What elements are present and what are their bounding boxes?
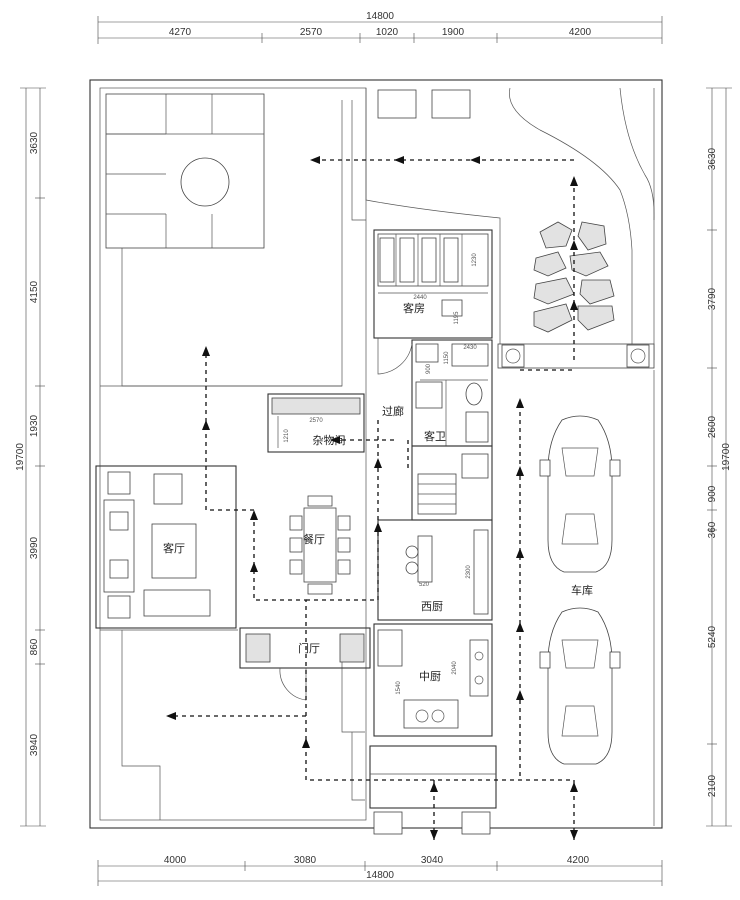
right-dimension: 900 <box>707 485 718 502</box>
right-dimension: 2100 <box>707 774 718 797</box>
path-arrowheads <box>166 156 578 840</box>
bottom-dimension: 4000 <box>164 855 187 866</box>
garage-pillars <box>497 343 655 369</box>
dining-area: 餐厅 <box>289 495 351 595</box>
right-dimension: 3630 <box>707 147 718 170</box>
top-dimension: 4200 <box>569 27 592 38</box>
bottom-dimension: 4200 <box>567 855 590 866</box>
chinese-kitchen-dim-a: 2040 <box>452 661 458 675</box>
bottom-dimension: 3040 <box>421 855 444 866</box>
entry-hall: 门厅 <box>239 627 371 701</box>
bedroom-width-label: 2440 <box>413 295 427 301</box>
left-dimension: 4150 <box>29 280 40 303</box>
storage-width-label: 2570 <box>309 418 323 424</box>
stair-core <box>411 445 493 521</box>
living-room: 客厅 <box>95 465 237 629</box>
guest-bath-block: 2430 900 1150 客卫 <box>411 339 493 447</box>
guest-bath-label: 客卫 <box>424 429 446 443</box>
right-dimension: 3790 <box>707 287 718 310</box>
left-dimension: 3940 <box>29 733 40 756</box>
front-porch <box>369 745 497 835</box>
left-dimension: 1930 <box>29 414 40 437</box>
chinese-kitchen-label: 中厨 <box>419 670 441 683</box>
top-dimension: 1020 <box>376 27 399 38</box>
left-dimension: 3990 <box>29 536 40 559</box>
dimension-bottom: 4000 3080 3040 4200 14800 <box>97 855 663 886</box>
bath-width-label: 2430 <box>463 345 477 351</box>
left-dimension: 3630 <box>29 131 40 154</box>
storage-label: 杂物间 <box>313 433 346 447</box>
right-dimension: 2600 <box>707 415 718 438</box>
storage-room: 2570 1210 杂物间 <box>267 393 365 453</box>
living-label: 客厅 <box>163 541 185 555</box>
west-kitchen-dim-a: 520 <box>419 582 430 588</box>
entry-label: 门厅 <box>298 641 320 655</box>
car-upper <box>539 415 621 573</box>
circulation-paths <box>170 159 575 840</box>
bath-dim-b: 1150 <box>444 351 450 365</box>
corridor-label: 过廊 <box>382 404 404 418</box>
top-dimension: 4270 <box>169 27 192 38</box>
left-total-dimension: 19700 <box>15 443 26 471</box>
right-dimension: 360 <box>707 521 718 538</box>
garage-label: 车库 <box>571 583 593 597</box>
west-kitchen-dim-b: 2300 <box>466 565 472 579</box>
western-kitchen: 520 2300 西厨 <box>377 519 493 621</box>
bedroom-wardrobe-label: 1230 <box>472 253 478 267</box>
storage-depth-label: 1210 <box>284 429 290 443</box>
bath-dim-a: 900 <box>426 363 432 374</box>
bedroom-block: 2440 1230 1195 客房 <box>373 229 493 339</box>
bedroom-desk-label: 1195 <box>454 311 460 325</box>
top-dimension: 2570 <box>300 27 323 38</box>
stepping-stones <box>533 221 615 333</box>
dimension-top: 14800 4270 2570 1020 1900 4200 <box>97 11 663 44</box>
right-dimension: 5240 <box>707 625 718 648</box>
chinese-kitchen: 2040 1540 中厨 <box>373 623 493 737</box>
western-kitchen-label: 西厨 <box>421 600 443 613</box>
pergola-pavilion <box>105 93 265 249</box>
right-total-dimension: 19700 <box>721 443 732 471</box>
dimension-left: 3630 4150 1930 3990 860 3940 19700 <box>15 87 46 827</box>
bottom-total-dimension: 14800 <box>366 870 394 881</box>
bottom-dimension: 3080 <box>294 855 317 866</box>
bedroom-label: 客房 <box>403 301 425 315</box>
car-lower <box>539 607 621 765</box>
top-total-dimension: 14800 <box>366 11 394 22</box>
left-dimension: 860 <box>29 638 40 655</box>
chinese-kitchen-dim-b: 1540 <box>396 681 402 695</box>
garden-path <box>365 87 655 360</box>
bedroom-door <box>377 338 413 375</box>
dimension-right: 3630 3790 2600 900 360 5240 2100 19700 <box>706 87 732 827</box>
dining-label: 餐厅 <box>303 532 325 546</box>
top-dimension: 1900 <box>442 27 465 38</box>
